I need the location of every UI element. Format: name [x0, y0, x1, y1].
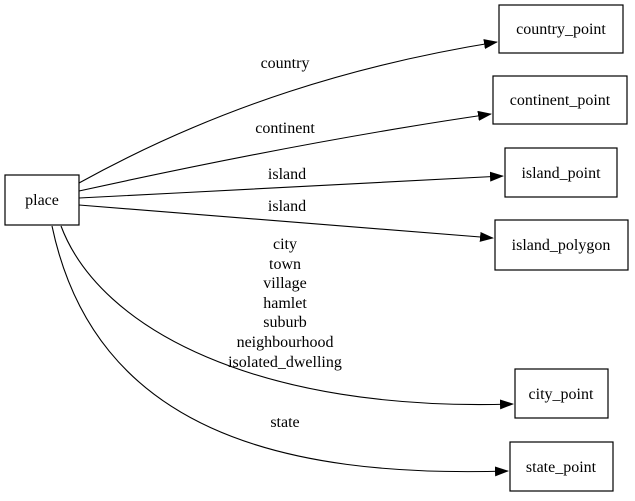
- edge-place-to-city_point: [60, 225, 514, 410]
- edge-label-village: village: [263, 275, 307, 292]
- edge-label-neighbourhood: neighbourhood: [237, 334, 334, 351]
- edge-place-to-island_point: [78, 171, 504, 199]
- node-continent-point-label: continent_point: [510, 92, 611, 109]
- node-city-point-box: [514, 368, 609, 419]
- edge-group: [51, 39, 514, 477]
- node-place-label: place: [25, 192, 59, 209]
- edge-place-to-state_point: [51, 225, 509, 477]
- edge-place-to-continent_point: [78, 110, 492, 192]
- edge-label-country: country: [261, 55, 310, 72]
- node-place-box: [4, 174, 80, 226]
- node-island-point: island_point: [504, 147, 618, 198]
- edge-label-suburb: suburb: [263, 314, 307, 331]
- node-island-point-label: island_point: [521, 165, 601, 182]
- node-country-point-box: [498, 4, 624, 54]
- node-country-point-label: country_point: [516, 21, 606, 38]
- edge-label-town: town: [269, 256, 301, 273]
- edge-label-island-polygon: island: [268, 198, 306, 215]
- node-state-point: state_point: [509, 441, 614, 492]
- node-country-point: country_point: [498, 4, 624, 54]
- node-state-point-label: state_point: [526, 459, 597, 476]
- edge-label-continent: continent: [255, 120, 315, 137]
- node-city-point-label: city_point: [529, 386, 594, 403]
- edge-label-island-point: island: [268, 166, 306, 183]
- node-state-point-box: [509, 441, 614, 492]
- edge-label-city: city: [273, 236, 297, 253]
- edge-label-hamlet: hamlet: [263, 295, 307, 312]
- node-group: place country_point continent_point isla…: [4, 4, 629, 492]
- node-island-point-box: [504, 147, 618, 198]
- edge-place-to-country_point: [78, 39, 498, 184]
- node-continent-point: continent_point: [492, 75, 628, 125]
- node-place: place: [4, 174, 80, 226]
- edge-label-group: country continent island island city tow…: [228, 55, 342, 431]
- edge-label-isolated-dwelling: isolated_dwelling: [228, 354, 342, 371]
- node-continent-point-box: [492, 75, 628, 125]
- node-island-polygon-box: [494, 219, 629, 271]
- node-island-polygon: island_polygon: [494, 219, 629, 271]
- node-island-polygon-label: island_polygon: [512, 237, 611, 254]
- edge-label-state: state: [270, 414, 299, 431]
- node-city-point: city_point: [514, 368, 609, 419]
